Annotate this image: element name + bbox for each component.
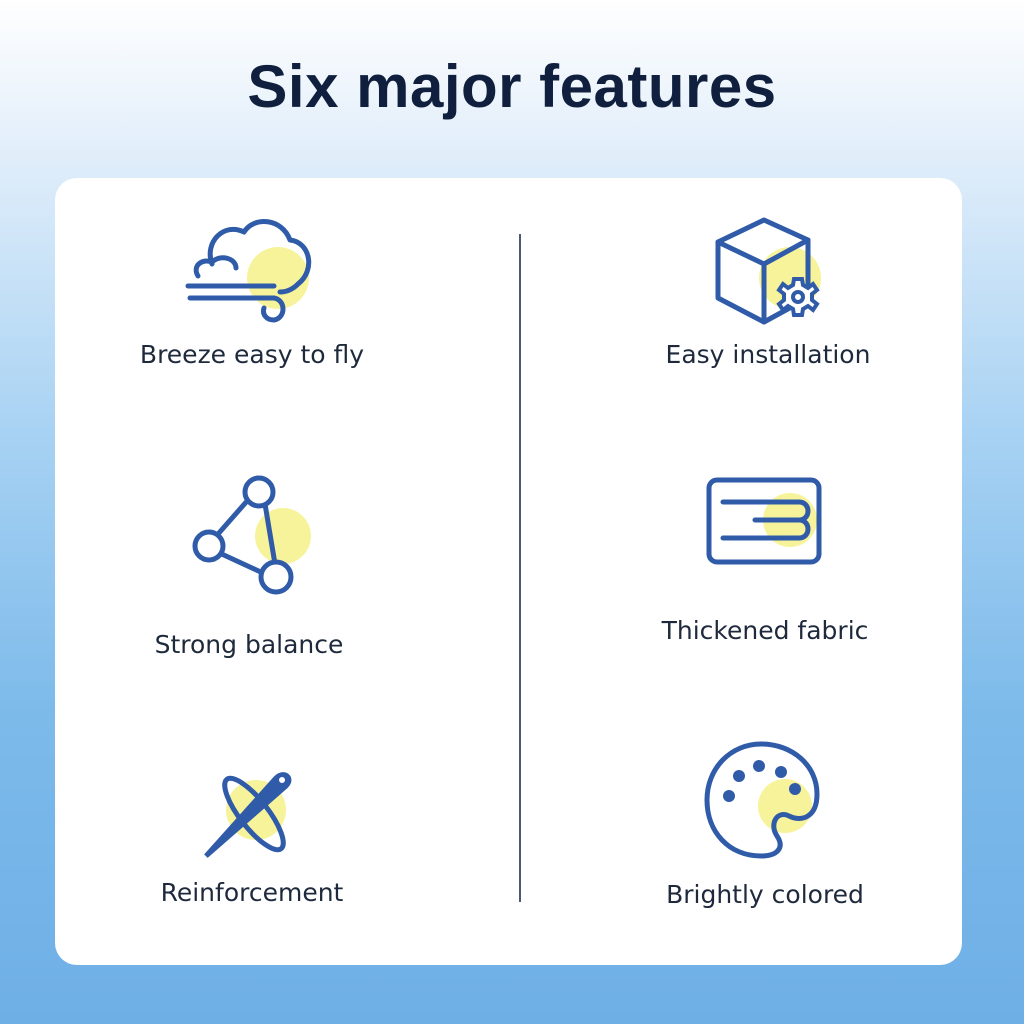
triangle-nodes-icon bbox=[192, 475, 311, 595]
feature-balance: Strong balance bbox=[99, 470, 399, 659]
feature-breeze: Breeze easy to fly bbox=[102, 212, 402, 369]
feature-label: Breeze easy to fly bbox=[139, 340, 365, 369]
feature-label: Brightly colored bbox=[666, 880, 864, 909]
feature-installation: Easy installation bbox=[618, 212, 918, 369]
feature-label: Easy installation bbox=[665, 340, 871, 369]
feature-colors: Brightly colored bbox=[615, 738, 915, 909]
box-gear-icon bbox=[715, 217, 821, 325]
layered-fabric-icon bbox=[706, 477, 822, 565]
palette-icon bbox=[704, 741, 820, 859]
wind-cloud-icon bbox=[185, 219, 312, 323]
column-divider bbox=[519, 234, 521, 902]
feature-label: Strong balance bbox=[154, 630, 344, 659]
feature-label: Reinforcement bbox=[160, 878, 344, 907]
feature-reinforcement: Reinforcement bbox=[102, 760, 402, 907]
feature-label: Thickened fabric bbox=[661, 616, 869, 645]
needle-thread-icon bbox=[204, 772, 292, 858]
page-title: Six major features bbox=[247, 53, 777, 120]
feature-fabric: Thickened fabric bbox=[615, 470, 915, 645]
features-card: Breeze easy to fly Easy installation bbox=[55, 178, 962, 965]
